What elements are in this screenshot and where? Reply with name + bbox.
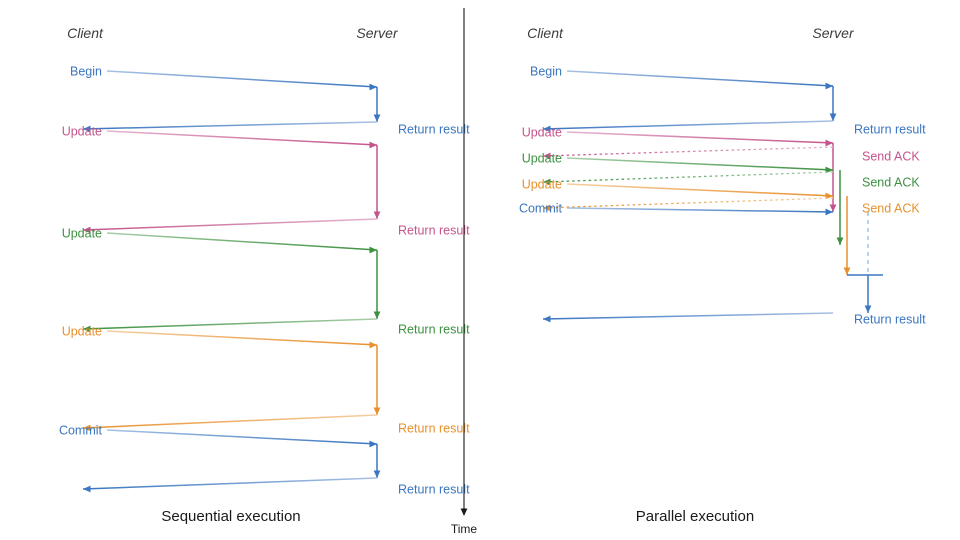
message-line-update-2-request xyxy=(566,157,834,171)
message-arrowhead-begin-request xyxy=(369,83,377,91)
time-axis: Time xyxy=(451,8,478,536)
message-arrowhead-ack-2 xyxy=(543,178,551,186)
message-line-update-1-request xyxy=(566,131,834,144)
activation-arrowhead-update-1-activation xyxy=(373,211,381,219)
message-arrowhead-commit-request xyxy=(825,208,833,216)
activation-arrowhead-begin-activation xyxy=(829,113,837,121)
message-line-update-2-request xyxy=(106,232,378,251)
message-line-update-3-request xyxy=(106,330,378,346)
message-line-ack-2 xyxy=(542,171,834,183)
message-line-begin-return xyxy=(542,120,834,130)
actor-label-server: Server xyxy=(812,25,855,41)
message-label-begin-return: Return result xyxy=(398,123,470,137)
activation-arrowhead-update-3-activation xyxy=(843,267,851,275)
message-arrowhead-commit-return xyxy=(83,485,91,493)
message-label-update-3-return: Return result xyxy=(398,422,470,436)
message-line-update-2-return xyxy=(82,318,378,330)
actor-label-server: Server xyxy=(356,25,399,41)
time-axis-label: Time xyxy=(451,522,478,536)
message-line-commit-request xyxy=(106,429,378,445)
activation-arrowhead-begin-activation xyxy=(373,114,381,122)
message-label-update-1-request: Update xyxy=(62,125,102,139)
panel-caption-sequential: Sequential execution xyxy=(161,508,300,525)
message-arrowhead-begin-return xyxy=(543,125,551,133)
message-line-begin-return xyxy=(82,121,378,130)
message-arrowhead-begin-request xyxy=(825,82,833,90)
message-label-ack-2: Send ACK xyxy=(862,176,920,190)
message-line-begin-request xyxy=(566,70,834,87)
activation-arrowhead-update-1-activation xyxy=(829,204,837,212)
message-label-commit-request: Commit xyxy=(59,424,103,438)
message-label-update-3-request: Update xyxy=(522,178,562,192)
message-line-ack-3 xyxy=(542,197,834,209)
message-arrowhead-update-3-return xyxy=(83,424,91,432)
message-line-begin-request xyxy=(106,70,378,88)
activation-arrowhead-commit-activation xyxy=(864,305,872,313)
message-label-begin-request: Begin xyxy=(70,65,102,79)
message-label-update-2-return: Return result xyxy=(398,323,470,337)
message-line-commit-return xyxy=(542,312,834,320)
message-arrowhead-commit-request xyxy=(369,440,377,448)
message-line-commit-return xyxy=(82,477,378,490)
message-arrowhead-update-1-request xyxy=(825,139,833,147)
message-arrowhead-commit-return xyxy=(543,315,551,323)
panel-caption-parallel: Parallel execution xyxy=(636,508,754,525)
message-label-begin-request: Begin xyxy=(530,65,562,79)
message-label-commit-request: Commit xyxy=(519,202,563,216)
message-arrowhead-begin-return xyxy=(83,125,91,133)
message-label-update-1-return: Return result xyxy=(398,224,470,238)
message-line-ack-1 xyxy=(542,146,834,157)
time-axis-arrowhead xyxy=(460,508,468,516)
message-label-ack-1: Send ACK xyxy=(862,150,920,164)
activation-arrowhead-commit-activation xyxy=(373,470,381,478)
activation-arrowhead-update-2-activation xyxy=(836,237,844,245)
message-arrowhead-ack-3 xyxy=(543,204,551,212)
message-arrowhead-update-2-request xyxy=(369,246,377,254)
message-line-commit-request xyxy=(566,207,834,213)
message-line-update-3-request xyxy=(566,183,834,197)
message-line-update-1-return xyxy=(82,218,378,231)
actor-label-client: Client xyxy=(67,25,104,41)
message-arrowhead-update-1-request xyxy=(369,141,377,149)
activation-arrowhead-update-3-activation xyxy=(373,407,381,415)
message-label-update-1-request: Update xyxy=(522,126,562,140)
message-label-commit-return: Return result xyxy=(854,313,926,327)
message-line-update-1-request xyxy=(106,130,378,146)
message-arrowhead-update-3-request xyxy=(369,341,377,349)
message-label-update-3-request: Update xyxy=(62,325,102,339)
message-label-commit-return: Return result xyxy=(398,483,470,497)
message-arrowhead-update-1-return xyxy=(83,226,91,234)
message-label-update-2-request: Update xyxy=(62,227,102,241)
message-arrowhead-update-2-return xyxy=(83,325,91,333)
message-label-begin-return: Return result xyxy=(854,123,926,137)
message-label-ack-3: Send ACK xyxy=(862,202,920,216)
message-line-update-3-return xyxy=(82,414,378,429)
activation-arrowhead-update-2-activation xyxy=(373,311,381,319)
message-label-update-2-request: Update xyxy=(522,152,562,166)
actor-label-client: Client xyxy=(527,25,564,41)
message-arrowhead-ack-1 xyxy=(543,152,551,160)
